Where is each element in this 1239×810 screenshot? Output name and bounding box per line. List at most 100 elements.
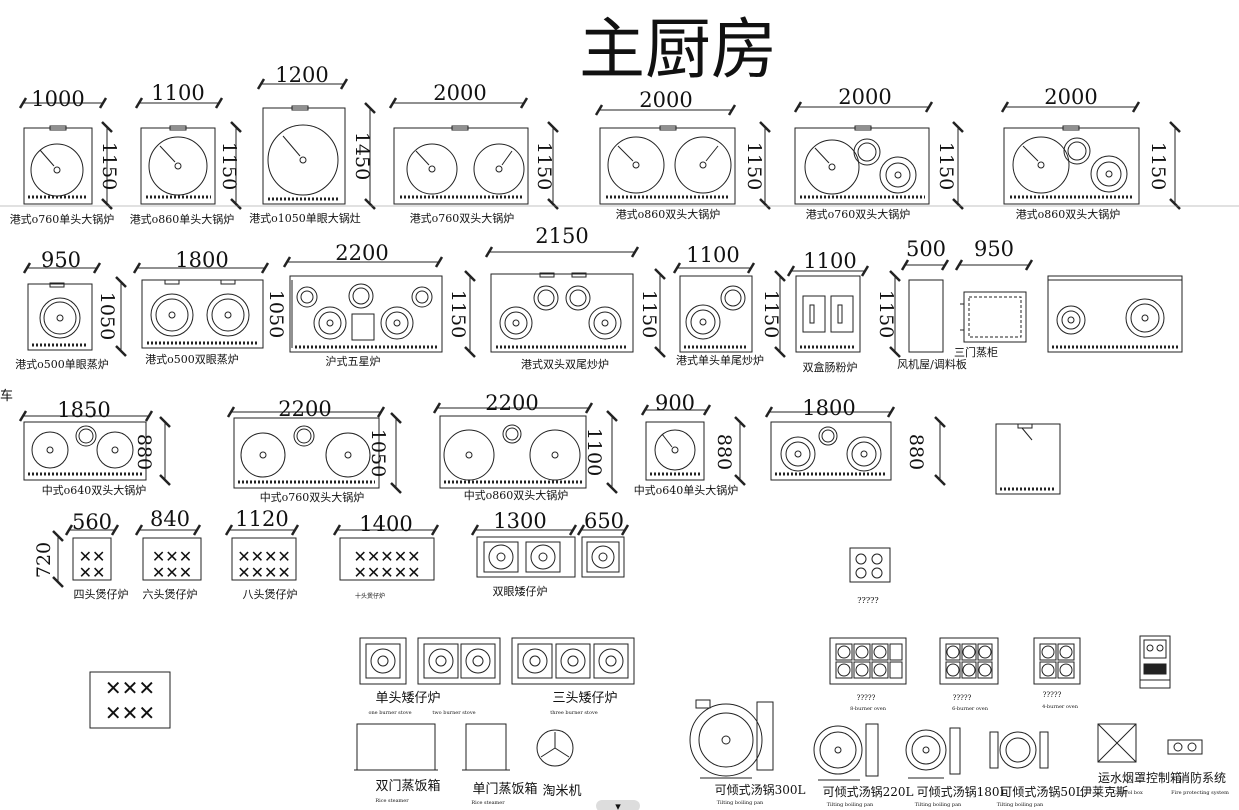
equipment-sublabel: Tilting boiling pan bbox=[827, 802, 874, 808]
equipment-label: 可倾式汤锅220L bbox=[823, 784, 914, 799]
equipment-item[interactable]: 可倾式汤锅300L Tilting boiling pan bbox=[689, 699, 805, 806]
equipment-item[interactable]: 单头矮仔炉 one burner stove two burner stove bbox=[359, 637, 501, 716]
equipment-label: ????? bbox=[1043, 691, 1062, 699]
width-dimension: 1120 bbox=[235, 507, 288, 531]
equipment-item[interactable]: ????? bbox=[849, 547, 891, 605]
height-dimension: 880 bbox=[905, 434, 927, 470]
equipment-item[interactable]: 可倾式汤锅220L Tilting boiling pan bbox=[813, 723, 914, 808]
equipment-item[interactable]: 运水烟罩控制箱 Control box bbox=[1097, 723, 1182, 796]
width-dimension: 1400 bbox=[359, 512, 412, 536]
equipment-item[interactable]: 2000 1150 港式o860双头大锅炉 bbox=[594, 88, 771, 221]
width-dimension: 950 bbox=[974, 237, 1014, 261]
grate-pattern: ✕✕✕✕✕ bbox=[353, 563, 420, 582]
equipment-label: 港式o760双头大锅炉 bbox=[806, 207, 911, 221]
equipment-item[interactable]: 1000 1150 港式o760单头大锅炉 bbox=[10, 87, 120, 226]
grate-pattern: ✕✕✕ bbox=[105, 676, 155, 700]
equipment-label: 港式o500双眼蒸炉 bbox=[145, 353, 239, 366]
equipment-item[interactable]: ✕✕✕ ✕✕✕ bbox=[89, 671, 171, 729]
equipment-item[interactable]: 1400 ✕✕✕✕✕ ✕✕✕✕✕ 十头煲仔炉 bbox=[332, 512, 440, 600]
width-dimension: 1000 bbox=[31, 87, 84, 111]
equipment-sublabel: Rice steamer bbox=[375, 798, 409, 804]
equipment-label: 港式o1050单眼大锅灶 bbox=[249, 211, 361, 225]
equipment-item[interactable]: 2150 1150 港式双头双尾炒炉 bbox=[484, 224, 666, 371]
width-dimension: 2150 bbox=[535, 224, 588, 248]
equipment-item[interactable]: 1200 1450 港式o1050单眼大锅灶 bbox=[249, 63, 376, 225]
width-dimension: 500 bbox=[906, 237, 946, 261]
equipment-label: 伊莱克斯 bbox=[1080, 785, 1128, 799]
equipment-item[interactable] bbox=[995, 423, 1061, 495]
equipment-item[interactable]: 560 ✕✕ ✕✕ 720 四头煲仔炉 bbox=[33, 510, 129, 601]
height-dimension: 880 bbox=[133, 434, 155, 470]
equipment-label: 八头煲仔炉 bbox=[243, 588, 298, 601]
equipment-row-2: 950 1050 港式o500单眼蒸炉 1800 1050 港式o500双眼蒸炉… bbox=[15, 224, 1183, 374]
equipment-row-3: 1850 880 中式o640双头大锅炉 2200 1050 中式o760双头大… bbox=[18, 391, 1061, 504]
width-dimension: 1800 bbox=[802, 396, 855, 420]
equipment-sublabel: one burner stove bbox=[368, 710, 411, 716]
equipment-item[interactable]: 1100 1150 港式单头单尾炒炉 bbox=[672, 243, 786, 367]
equipment-item[interactable]: 650 bbox=[576, 509, 630, 578]
width-dimension: 2000 bbox=[433, 81, 486, 105]
equipment-item[interactable]: 1800 880 bbox=[764, 396, 946, 486]
height-dimension: 1150 bbox=[743, 142, 765, 190]
equipment-item[interactable]: 1300 双眼矮仔炉 bbox=[470, 509, 578, 598]
scroll-indicator[interactable]: ▾ bbox=[596, 800, 640, 810]
width-dimension: 840 bbox=[150, 507, 190, 531]
height-dimension: 1150 bbox=[935, 142, 957, 190]
height-dimension: 880 bbox=[713, 434, 735, 470]
equipment-label: 三门蒸柜 bbox=[954, 345, 998, 359]
equipment-sublabel: Rice steamer bbox=[471, 800, 505, 806]
equipment-item[interactable]: 1100 1150 港式o860单头大锅炉 bbox=[130, 81, 242, 226]
equipment-item[interactable]: ????? 8-burner oven bbox=[829, 637, 907, 712]
equipment-item[interactable]: 淘米机 bbox=[536, 729, 582, 799]
equipment-item[interactable]: 950 1050 港式o500单眼蒸炉 bbox=[15, 248, 127, 371]
equipment-item[interactable]: 1850 880 中式o640双头大锅炉 bbox=[18, 398, 171, 497]
width-dimension: 650 bbox=[584, 509, 624, 533]
equipment-sublabel: 4-burner oven bbox=[1042, 704, 1079, 710]
equipment-row-6: 双门蒸饭箱 Rice steamer 单门蒸饭箱 Rice steamer 淘米… bbox=[354, 699, 1229, 808]
equipment-item[interactable]: 双门蒸饭箱 Rice steamer bbox=[354, 723, 441, 804]
height-dimension: 1150 bbox=[218, 142, 240, 190]
equipment-label: 港式o760双头大锅炉 bbox=[410, 211, 515, 225]
grate-pattern: ✕✕ bbox=[79, 547, 106, 566]
equipment-item[interactable]: 可倾式汤锅50L Tilting boiling pan bbox=[989, 731, 1084, 808]
equipment-item[interactable]: 840 ✕✕✕ ✕✕✕ 六头煲仔炉 bbox=[134, 507, 202, 601]
equipment-item[interactable]: 消防系统 Fire protecting system bbox=[1167, 739, 1229, 796]
width-dimension: 1300 bbox=[493, 509, 546, 533]
width-dimension: 1100 bbox=[151, 81, 204, 105]
equipment-label: 双盒肠粉炉 bbox=[803, 360, 858, 374]
equipment-item[interactable]: 2200 1050 中式o760双头大锅炉 bbox=[226, 397, 402, 504]
equipment-item[interactable]: 1120 ✕✕✕✕ ✕✕✕✕ 八头煲仔炉 bbox=[224, 507, 300, 601]
equipment-item[interactable]: 500 风机屋/调料板 bbox=[897, 237, 967, 371]
equipment-item[interactable]: 950 三门蒸柜 bbox=[954, 237, 1034, 359]
equipment-label: ????? bbox=[857, 694, 876, 702]
equipment-item[interactable]: 可倾式汤锅180L Tilting boiling pan bbox=[905, 727, 1007, 808]
equipment-item[interactable]: 2000 1150 港式o760双头大锅炉 bbox=[793, 85, 964, 221]
equipment-item[interactable]: 2000 1150 港式o760双头大锅炉 bbox=[388, 81, 559, 225]
equipment-item[interactable]: 900 880 中式o640单头大锅炉 bbox=[634, 391, 746, 497]
width-dimension: 2000 bbox=[838, 85, 891, 109]
equipment-item[interactable] bbox=[1047, 275, 1183, 353]
equipment-sublabel: Control box bbox=[1113, 790, 1143, 796]
equipment-item[interactable]: 2200 1100 中式o860双头大锅炉 bbox=[432, 391, 618, 502]
equipment-item[interactable]: 1100 1150 双盒肠粉炉 bbox=[786, 249, 901, 374]
equipment-item[interactable]: ????? 6-burner oven bbox=[939, 637, 999, 712]
equipment-label: ????? bbox=[857, 596, 878, 605]
equipment-item[interactable]: 2200 1150 沪式五星炉 bbox=[282, 241, 476, 368]
equipment-item[interactable]: 2000 1150 港式o860双头大锅炉 bbox=[1000, 85, 1181, 221]
equipment-item[interactable]: 1800 1050 港式o500双眼蒸炉 bbox=[132, 248, 293, 366]
equipment-item[interactable]: ????? 4-burner oven bbox=[1033, 637, 1081, 710]
equipment-item[interactable] bbox=[1139, 635, 1171, 689]
width-dimension: 2200 bbox=[278, 397, 331, 421]
height-dimension: 1150 bbox=[638, 290, 660, 338]
equipment-item[interactable]: 三头矮仔炉 three burner stove bbox=[511, 637, 635, 716]
height-dimension: 1050 bbox=[265, 290, 287, 338]
equipment-label: 运水烟罩控制箱 bbox=[1098, 770, 1182, 785]
equipment-sublabel: 8-burner oven bbox=[850, 706, 887, 712]
width-dimension: 1850 bbox=[57, 398, 110, 422]
equipment-item[interactable]: 单门蒸饭箱 Rice steamer bbox=[462, 723, 538, 806]
equipment-label: 港式o760单头大锅炉 bbox=[10, 212, 115, 226]
grate-pattern: ✕✕ bbox=[79, 563, 106, 582]
equipment-label: 中式o640单头大锅炉 bbox=[634, 483, 739, 497]
